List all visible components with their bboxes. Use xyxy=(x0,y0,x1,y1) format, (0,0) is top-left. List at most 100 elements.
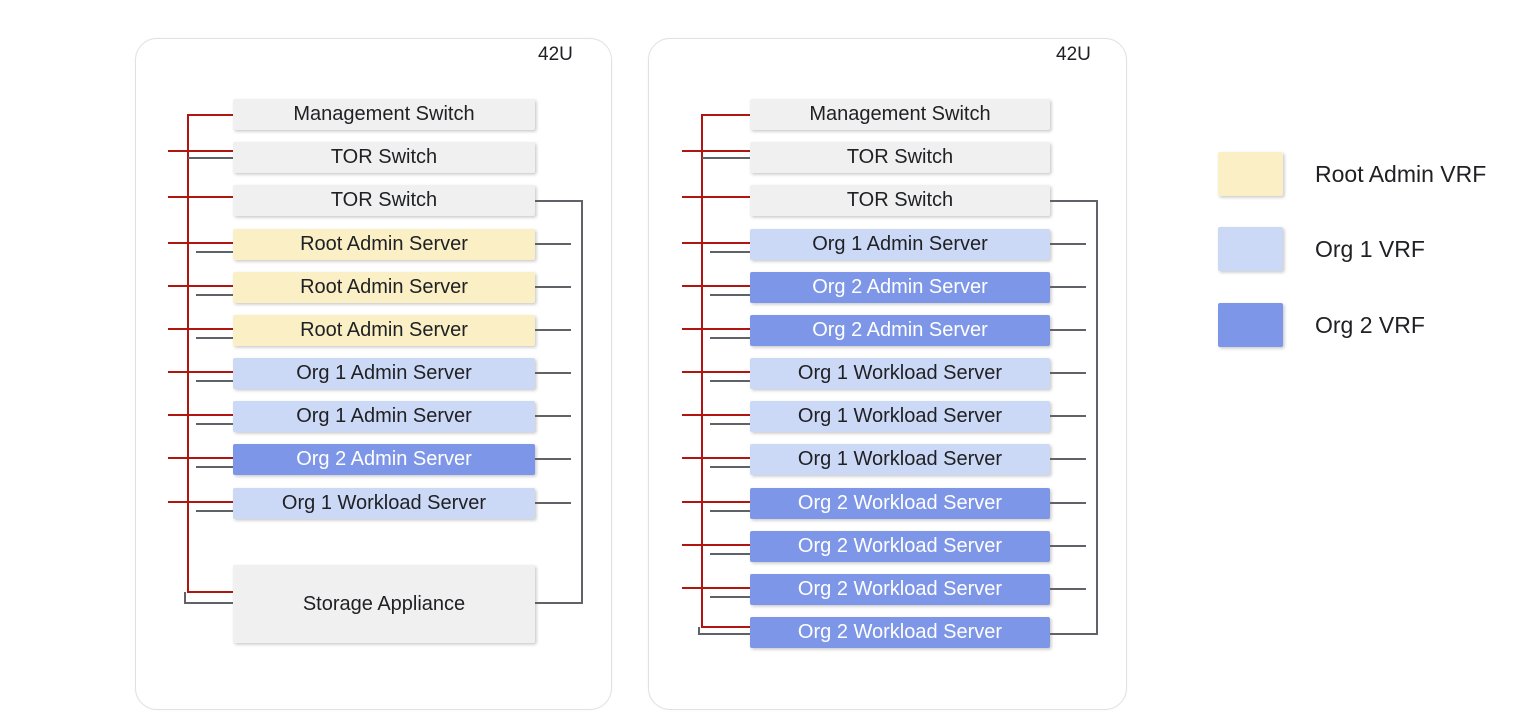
data-bus-line xyxy=(535,200,583,202)
org1-vrf-swatch xyxy=(1218,227,1283,271)
rack-unit-label: Org 2 Workload Server xyxy=(797,621,1003,643)
data-bus-line xyxy=(581,200,583,603)
rack-unit: Storage Appliance xyxy=(233,565,535,643)
rack-unit: Org 1 Workload Server xyxy=(750,358,1050,389)
data-stub-line xyxy=(710,510,750,512)
mgmt-branch-line xyxy=(682,150,750,152)
mgmt-branch-line xyxy=(187,114,233,116)
data-stub-line xyxy=(1050,372,1086,374)
mgmt-bus-line xyxy=(187,114,189,593)
mgmt-branch-line xyxy=(168,328,233,330)
mgmt-branch-line xyxy=(168,196,233,198)
rack-unit: Root Admin Server xyxy=(233,272,535,303)
data-stub-line xyxy=(710,466,750,468)
rack-unit-label: TOR Switch xyxy=(330,146,438,168)
mgmt-branch-line xyxy=(187,591,233,593)
data-stub-line xyxy=(196,251,233,253)
rack-unit-label: Org 2 Workload Server xyxy=(797,535,1003,557)
data-branch-line xyxy=(702,157,750,159)
data-stub-line xyxy=(535,243,571,245)
data-stub-line xyxy=(1050,286,1086,288)
data-stub-line xyxy=(1050,545,1086,547)
rack-unit: Org 2 Workload Server xyxy=(750,488,1050,519)
data-stub-line xyxy=(535,329,571,331)
rack-unit: TOR Switch xyxy=(750,142,1050,173)
data-stub-line xyxy=(710,553,750,555)
rack-unit: TOR Switch xyxy=(233,142,535,173)
rack-unit-label: Org 2 Admin Server xyxy=(812,319,988,341)
rack-unit-label: Org 2 Workload Server xyxy=(797,578,1003,600)
data-bus-branch-line xyxy=(535,602,583,604)
data-stub-line xyxy=(1050,458,1086,460)
data-bus-line xyxy=(1096,200,1098,634)
rack-unit-label: Org 2 Admin Server xyxy=(812,276,988,298)
rack-unit-label: Org 2 Admin Server xyxy=(296,448,472,470)
mgmt-branch-line xyxy=(168,414,233,416)
rack-unit: Org 1 Admin Server xyxy=(233,358,535,389)
mgmt-branch-line xyxy=(682,242,750,244)
data-stub-line xyxy=(1050,329,1086,331)
rack-unit-label: TOR Switch xyxy=(330,189,438,211)
data-stub-line xyxy=(710,596,750,598)
mgmt-branch-line xyxy=(168,371,233,373)
data-stub-line xyxy=(535,286,571,288)
data-stub-line xyxy=(196,337,233,339)
rack-unit: TOR Switch xyxy=(750,185,1050,216)
mgmt-branch-line xyxy=(682,587,750,589)
mgmt-branch-line xyxy=(168,501,233,503)
mgmt-branch-line xyxy=(682,544,750,546)
data-stub-line xyxy=(710,294,750,296)
rack-unit-label: TOR Switch xyxy=(846,189,954,211)
data-stub-line xyxy=(196,294,233,296)
rack-unit-label: TOR Switch xyxy=(846,146,954,168)
mgmt-branch-line xyxy=(701,626,750,628)
mgmt-branch-line xyxy=(168,285,233,287)
rack-unit: Org 2 Admin Server xyxy=(750,272,1050,303)
rack-unit-label: Org 1 Workload Server xyxy=(797,448,1003,470)
data-branch-line xyxy=(698,627,700,634)
rack-unit-label: Org 1 Admin Server xyxy=(296,405,472,427)
rack-unit-label: Org 1 Admin Server xyxy=(296,362,472,384)
rack-unit: Org 1 Workload Server xyxy=(750,444,1050,475)
data-branch-line xyxy=(184,602,233,604)
data-stub-line xyxy=(1050,415,1086,417)
rack-unit: Org 1 Workload Server xyxy=(233,488,535,519)
rack-unit-label: Org 1 Workload Server xyxy=(281,492,487,514)
rack-unit: Org 2 Workload Server xyxy=(750,574,1050,605)
mgmt-branch-line xyxy=(682,371,750,373)
rack-unit: TOR Switch xyxy=(233,185,535,216)
data-branch-line xyxy=(184,592,186,603)
mgmt-branch-line xyxy=(682,285,750,287)
rack-unit: Root Admin Server xyxy=(233,229,535,260)
rack-unit-label: Org 1 Workload Server xyxy=(797,362,1003,384)
data-stub-line xyxy=(710,380,750,382)
rack-unit: Management Switch xyxy=(233,99,535,130)
mgmt-branch-line xyxy=(168,242,233,244)
rack-unit: Root Admin Server xyxy=(233,315,535,346)
data-stub-line xyxy=(535,372,571,374)
legend-item-root-admin-vrf: Root Admin VRF xyxy=(1218,152,1486,196)
data-stub-line xyxy=(196,466,233,468)
rack-unit: Management Switch xyxy=(750,99,1050,130)
data-bus-line xyxy=(1050,200,1098,202)
mgmt-branch-line xyxy=(682,196,750,198)
rack-unit: Org 1 Admin Server xyxy=(750,229,1050,260)
data-stub-line xyxy=(196,380,233,382)
rack-unit: Org 2 Admin Server xyxy=(750,315,1050,346)
data-stub-line xyxy=(1050,502,1086,504)
data-stub-line xyxy=(710,251,750,253)
data-branch-line xyxy=(698,633,750,635)
data-stub-line xyxy=(535,458,571,460)
mgmt-branch-line xyxy=(682,457,750,459)
rack-unit-label: Org 1 Admin Server xyxy=(812,233,988,255)
data-stub-line xyxy=(710,337,750,339)
org2-vrf-swatch xyxy=(1218,303,1283,347)
legend-label: Org 1 VRF xyxy=(1315,235,1425,262)
mgmt-branch-line xyxy=(168,457,233,459)
rack-unit: Org 2 Workload Server xyxy=(750,531,1050,562)
data-stub-line xyxy=(535,415,571,417)
data-stub-line xyxy=(196,423,233,425)
data-stub-line xyxy=(710,423,750,425)
rack-unit-label: Management Switch xyxy=(809,103,991,125)
